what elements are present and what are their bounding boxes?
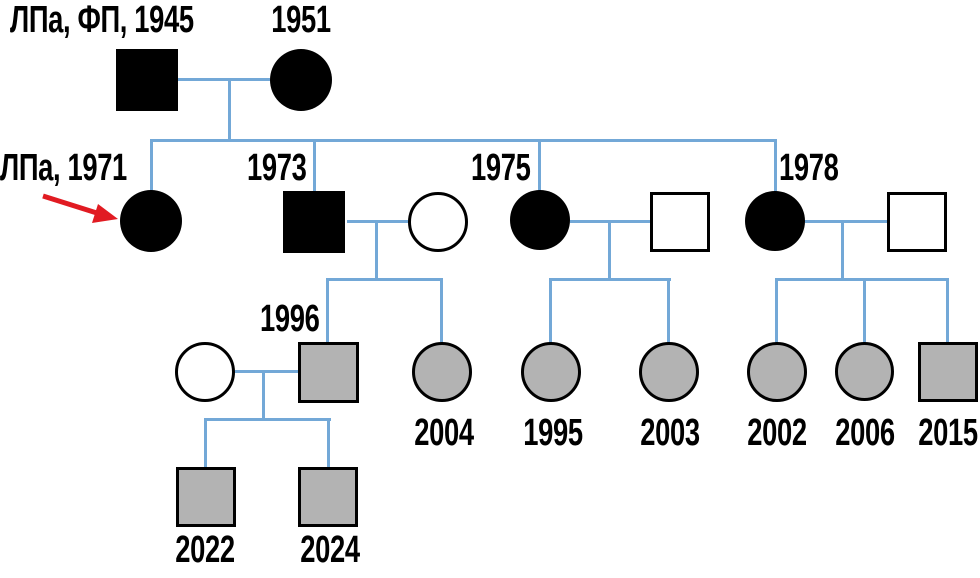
label-IV-2: 2024: [300, 529, 360, 571]
descent-line-1975: [608, 222, 611, 279]
person-IV-2-gray-male: [298, 467, 358, 527]
person-III-5-gray-female: [639, 342, 699, 402]
drop-line-1973: [313, 141, 316, 192]
label-I-1: ЛПа, ФП, 1945: [10, 0, 194, 41]
drop-line-2015: [946, 280, 949, 343]
descent-line-g1: [228, 80, 231, 141]
person-III-3-gray-female: [412, 342, 472, 402]
marriage-line-1978: [805, 220, 887, 223]
marriage-line-1973: [347, 220, 408, 223]
drop-line-2022: [204, 420, 207, 468]
person-II-6-affected-female: [745, 191, 805, 251]
drop-line-proband: [150, 141, 153, 191]
sibship-line-1996-kids: [204, 418, 331, 421]
drop-line-1978: [774, 141, 777, 192]
descent-line-1978: [841, 222, 844, 279]
drop-line-2004: [440, 280, 443, 343]
drop-line-1995: [549, 280, 552, 343]
label-I-2: 1951: [271, 0, 331, 41]
drop-line-2003: [667, 280, 670, 343]
marriage-line-1996: [235, 370, 298, 373]
drop-line-2006: [863, 280, 866, 343]
person-III-2-gray-male: [298, 342, 359, 403]
person-IV-1-gray-male: [176, 467, 236, 527]
person-III-4-gray-female: [521, 342, 581, 402]
label-III-3: 2004: [414, 412, 474, 454]
person-II-1-proband-female: [120, 190, 182, 252]
proband-arrow-icon: [42, 193, 118, 223]
person-I-1-affected-male: [116, 49, 178, 111]
label-II-6: 1978: [779, 147, 839, 189]
label-III-6: 2002: [747, 412, 807, 454]
person-II-7-unaffected-male: [887, 192, 947, 252]
drop-line-2002: [775, 280, 778, 343]
marriage-line-g1: [178, 78, 270, 81]
sibship-line-g2: [150, 139, 777, 142]
descent-line-1996: [262, 372, 265, 419]
label-II-1: ЛПа, 1971: [0, 147, 127, 189]
person-II-5-unaffected-male: [650, 192, 710, 252]
person-II-3-unaffected-female: [408, 192, 468, 252]
person-III-1-unaffected-female: [175, 342, 235, 402]
person-III-7-gray-female: [835, 342, 894, 401]
person-II-2-affected-male: [283, 191, 345, 253]
person-II-4-affected-female: [510, 190, 570, 250]
label-III-2: 1996: [260, 298, 320, 340]
marriage-line-1975: [570, 220, 652, 223]
person-I-2-affected-female: [270, 49, 332, 111]
drop-line-2024: [327, 420, 330, 468]
sibship-line-1973-kids: [326, 278, 443, 281]
label-III-8: 2015: [918, 412, 978, 454]
sibship-line-1975-kids: [549, 278, 671, 281]
descent-line-1973: [375, 222, 378, 279]
label-III-7: 2006: [835, 412, 895, 454]
label-IV-1: 2022: [175, 529, 235, 571]
person-III-8-gray-male: [918, 342, 978, 402]
label-III-4: 1995: [523, 412, 583, 454]
sibship-line-1978-kids: [775, 278, 949, 281]
person-III-6-gray-female: [747, 342, 807, 402]
drop-line-1975: [538, 141, 541, 191]
label-II-4: 1975: [471, 147, 531, 189]
label-II-2: 1973: [247, 147, 307, 189]
label-III-5: 2003: [640, 412, 700, 454]
drop-line-1996: [326, 280, 329, 343]
